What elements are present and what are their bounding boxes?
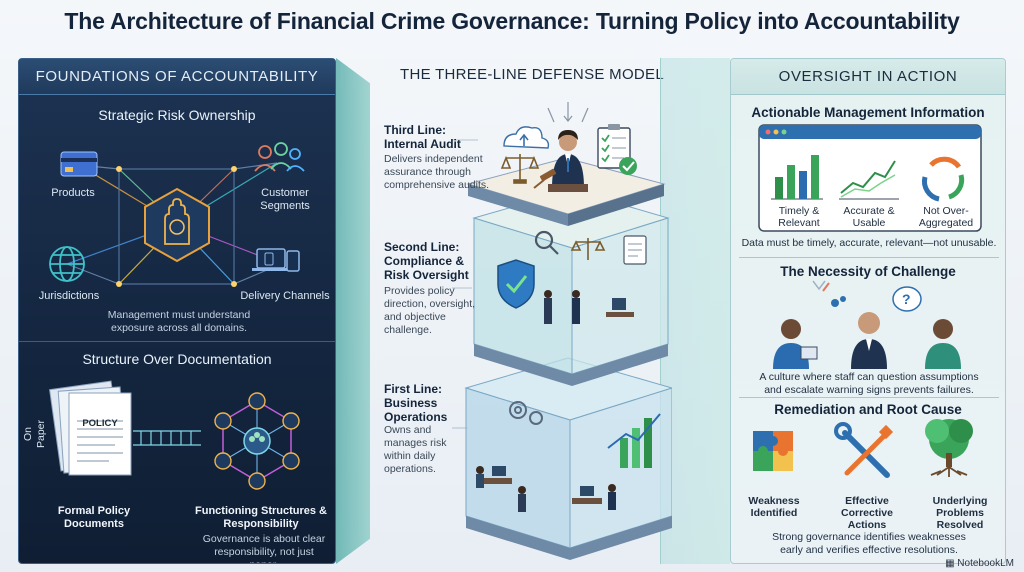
customer-segments-label: Customer Segments: [260, 187, 310, 212]
strategic-caption: Management must understand exposure acro…: [107, 309, 251, 334]
products-label: Products: [51, 187, 95, 199]
functioning-structures-label: Functioning Structures & Responsibility: [195, 505, 327, 530]
remediation-caption: Strong governance identifies weaknesses …: [772, 531, 966, 556]
challenge-title: The Necessity of Challenge: [780, 264, 956, 279]
customers-icon: [254, 142, 305, 172]
oversight-panel: OVERSIGHT IN ACTION: [730, 58, 1006, 564]
mi-not-aggregated-label: Not Over-Aggregated: [918, 205, 974, 229]
section-divider: [739, 257, 999, 258]
growth-chart-icon: [607, 413, 661, 468]
first-line-desc: Owns and manages risk within daily opera…: [384, 424, 447, 475]
refresh-cycle-icon: [922, 156, 965, 202]
second-line-desc: Provides policy direction, oversight, an…: [384, 285, 476, 336]
section-divider: [739, 397, 999, 398]
mi-accurate-label: Accurate & Usable: [843, 205, 895, 229]
corrective-actions-label: Effective Corrective Actions: [841, 495, 893, 531]
section-divider: [19, 341, 335, 342]
mi-timely-label: Timely & Relevant: [778, 205, 820, 229]
weakness-identified-label: Weakness Identified: [748, 495, 800, 519]
delivery-channels-label: Delivery Channels: [240, 290, 330, 302]
globe-icon: [49, 246, 85, 282]
audit-checklist-icon: [597, 124, 637, 175]
gears-icon: [509, 401, 543, 425]
third-line-title: Third Line: Internal Audit: [384, 123, 461, 151]
mi-caption: Data must be timely, accurate, relevant—…: [741, 237, 997, 249]
remediation-title: Remediation and Root Cause: [774, 402, 962, 417]
bar-chart-icon: [771, 155, 823, 200]
auditor-icon: [548, 130, 588, 192]
panel-edge-decoration: [336, 58, 370, 564]
devices-icon: [252, 248, 300, 272]
clipboard-icon: [623, 235, 647, 265]
bridge-connector: [133, 430, 201, 446]
justice-scales-icon: [500, 154, 540, 184]
gavel-icon: [533, 168, 557, 189]
brand-watermark: ▦ NotebookLM: [945, 558, 1014, 569]
second-line-title: Second Line: Compliance & Risk Oversight: [384, 240, 469, 282]
foundations-heading: FOUNDATIONS OF ACCOUNTABILITY: [19, 59, 335, 95]
oversight-heading: OVERSIGHT IN ACTION: [731, 59, 1005, 95]
third-line-desc: Delivers independent assurance through c…: [384, 153, 490, 191]
policy-documents-icon: [49, 380, 132, 476]
compliance-team-icon: [544, 290, 634, 324]
tree-roots-icon: [925, 419, 973, 477]
brand-label: NotebookLM: [957, 558, 1014, 569]
structure-network-icon: [214, 392, 300, 490]
strategic-risk-title: Strategic Risk Ownership: [98, 107, 256, 123]
credit-card-icon: [60, 151, 98, 177]
shield-check-icon: [497, 259, 535, 309]
wrench-screwdriver-icon: [834, 422, 894, 478]
first-line-tier: [464, 357, 672, 560]
policy-doc-label: POLICY: [82, 418, 118, 429]
svg-text:?: ?: [902, 291, 911, 307]
foundations-panel: FOUNDATIONS OF ACCOUNTABILITY: [18, 58, 336, 564]
three-line-tower: [452, 102, 672, 560]
puzzle-icon: [753, 431, 793, 471]
magnifier-icon: [534, 230, 559, 255]
challenge-caption: A culture where staff can question assum…: [759, 371, 979, 396]
scales-icon: [570, 238, 606, 260]
hand-brain-icon: [164, 198, 190, 245]
jurisdictions-label: Jurisdictions: [38, 290, 100, 302]
third-line-tier: [466, 102, 666, 226]
mi-title: Actionable Management Information: [751, 105, 985, 120]
office-workers-icon: [476, 466, 616, 512]
formal-policy-label: Formal Policy Documents: [57, 505, 131, 530]
structure-title: Structure Over Documentation: [82, 351, 272, 367]
problems-resolved-label: Underlying Problems Resolved: [932, 495, 988, 531]
line-chart-icon: [839, 160, 899, 200]
incoming-arrows: [547, 102, 589, 123]
on-paper-label: On Paper: [22, 419, 47, 449]
first-line-title: First Line: Business Operations: [384, 382, 448, 424]
structure-caption: Governance is about clear responsibility…: [202, 533, 326, 563]
oversight-illustration: ?: [753, 124, 982, 478]
cloud-upload-icon: [503, 126, 550, 149]
three-line-title: THE THREE-LINE DEFENSE MODEL: [399, 66, 664, 83]
challenge-discussion-icon: ?: [773, 280, 961, 369]
main-title: The Architecture of Financial Crime Gove…: [64, 8, 960, 34]
foundations-illustration: [49, 142, 305, 490]
